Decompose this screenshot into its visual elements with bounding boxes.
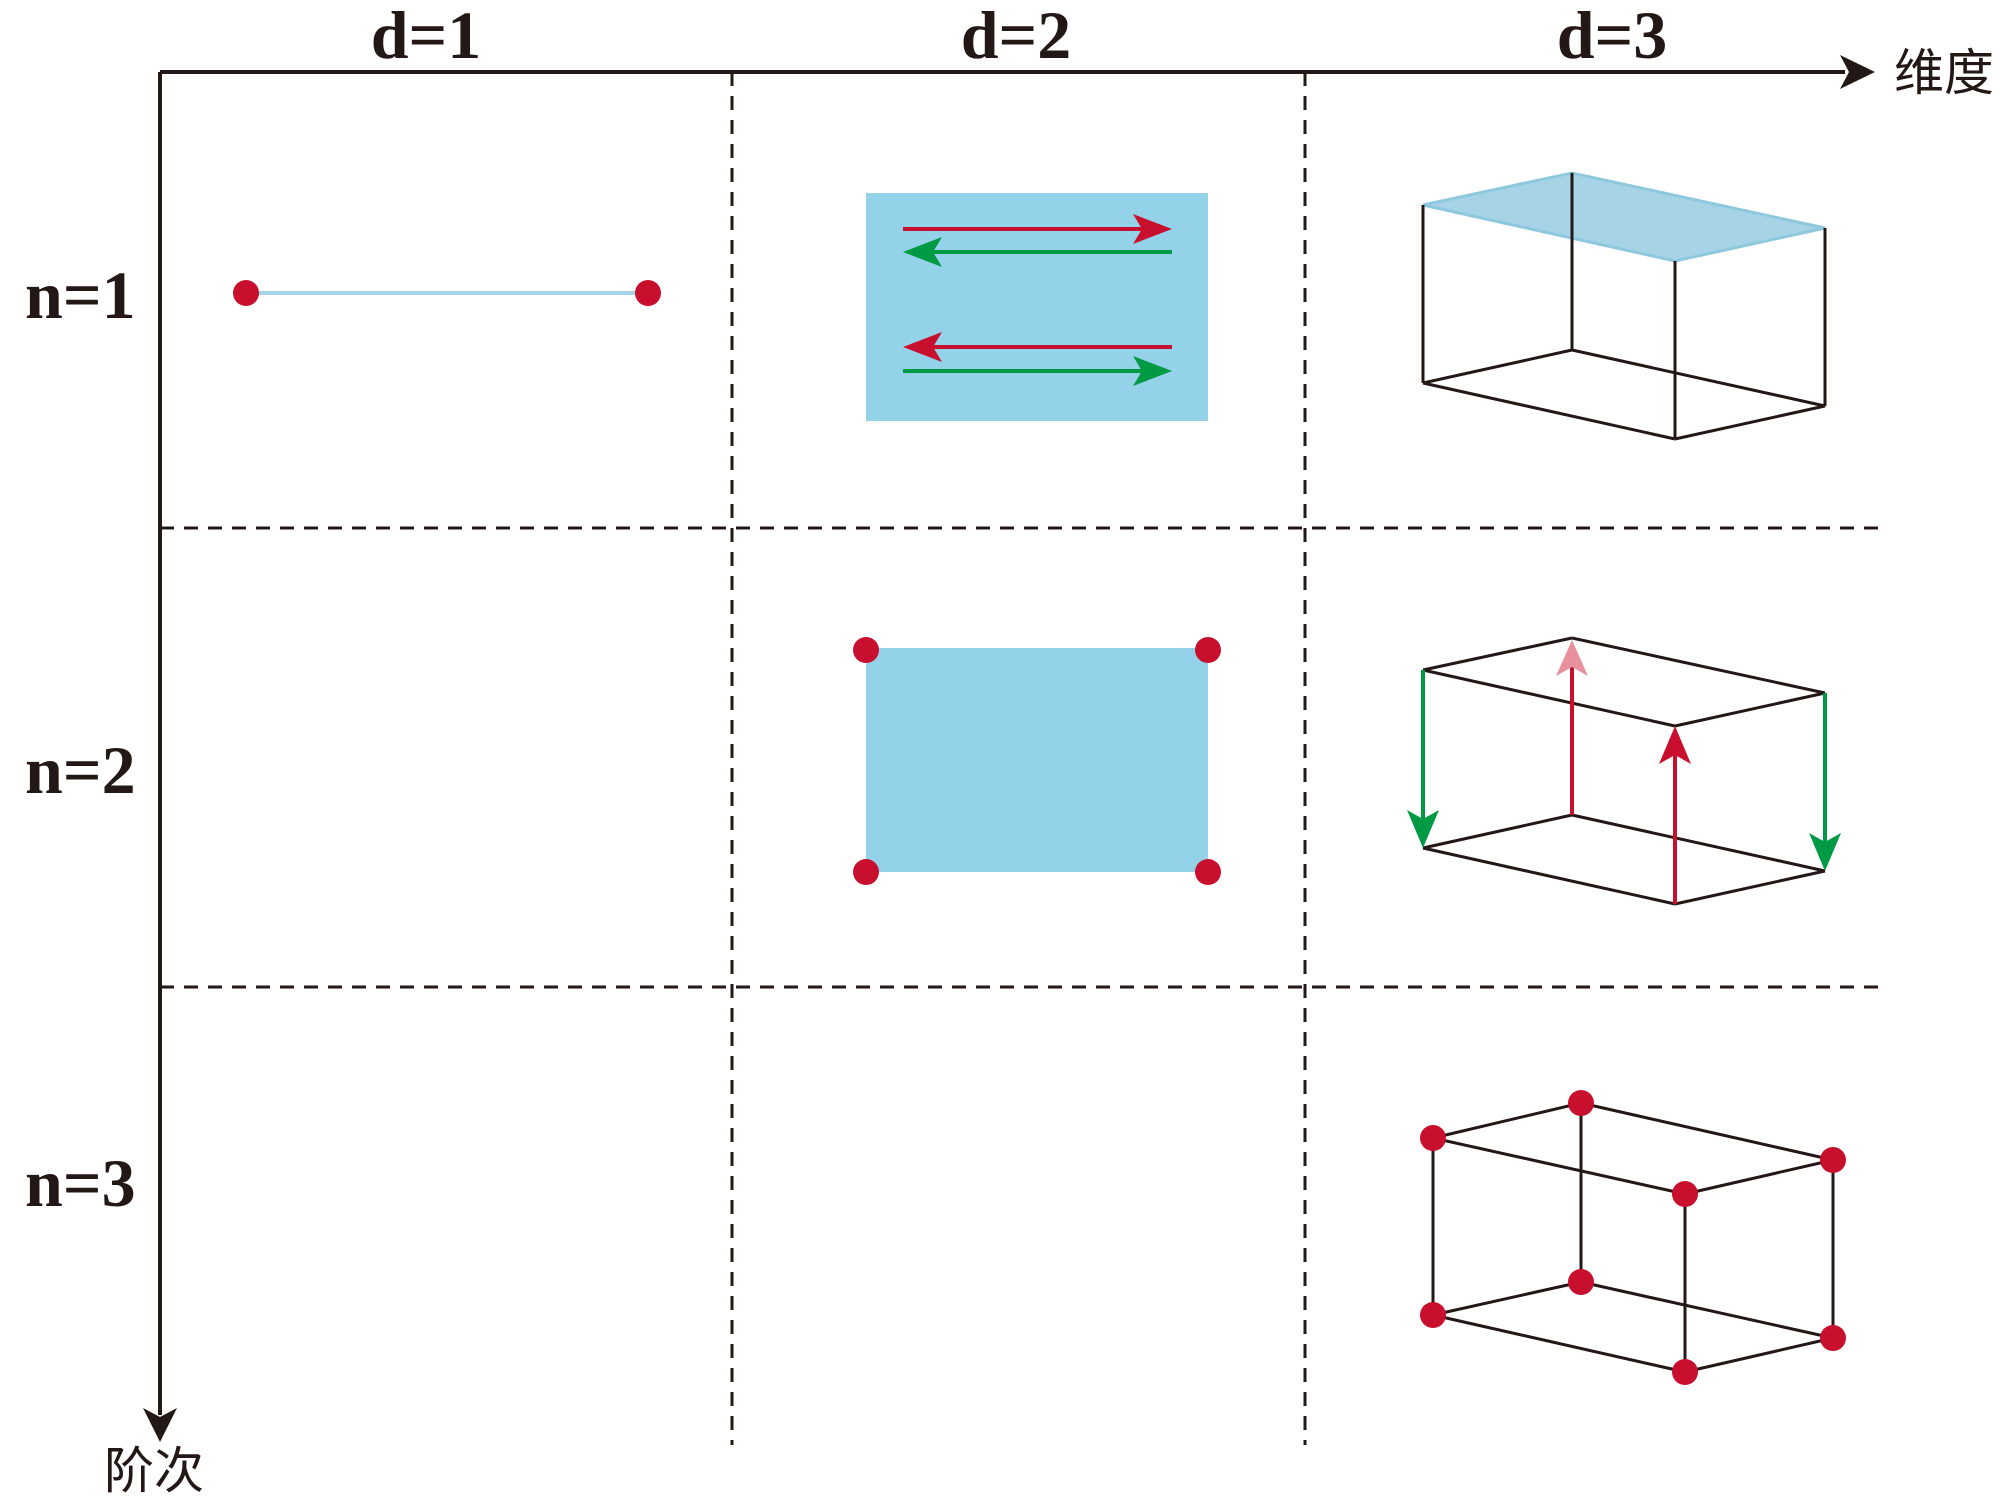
rectangle-face (866, 648, 1208, 872)
box-edge (1422, 348, 1573, 385)
grid-separators (160, 72, 1880, 1445)
y-axis-label: 阶次 (104, 1442, 204, 1497)
box-top-face (1422, 171, 1826, 263)
x-axis-arrowhead (1840, 55, 1875, 89)
corner-node-bottom-left (853, 859, 879, 885)
cell-n1-d1-line-element (233, 280, 661, 306)
box-edge (1580, 1280, 1834, 1340)
box-edge (1674, 869, 1826, 906)
box-edge (1422, 636, 1573, 672)
vertex-node (1820, 1147, 1846, 1173)
column-header-d3: d=3 (1557, 0, 1668, 73)
column-header-d2: d=2 (961, 0, 1072, 73)
column-headers: d=1 d=2 d=3 (371, 0, 1668, 73)
box-edge (1684, 1336, 1834, 1374)
cell-n1-d3-box-face (1421, 171, 1827, 441)
box-edge (1422, 846, 1676, 906)
vertex-node (1568, 1269, 1594, 1295)
x-axis-label: 维度 (1894, 44, 1994, 102)
cell-n1-d2-rectangle-edges (866, 193, 1208, 421)
box-edge (1571, 348, 1826, 408)
axes: 维度 阶次 (104, 44, 1994, 1497)
arrowhead-green-down-right (1809, 833, 1841, 871)
cell-n2-d3-box-edges (1407, 636, 1841, 906)
arrowhead-green-right-bottom (1133, 356, 1172, 386)
row-header-n3: n=3 (25, 1145, 136, 1221)
box-edge (1432, 1313, 1686, 1374)
box-edge (1422, 668, 1676, 728)
vertex-node (1420, 1302, 1446, 1328)
vertex-node (1420, 1125, 1446, 1151)
cell-n2-d2-rectangle-nodes (853, 637, 1221, 885)
box-edge (1422, 813, 1573, 850)
row-headers: n=1 n=2 n=3 (25, 257, 136, 1221)
box-edge (1432, 1136, 1686, 1196)
vertex-node (1672, 1181, 1698, 1207)
vertex-node (1820, 1325, 1846, 1351)
box-edge (1571, 813, 1826, 873)
box-edge (1684, 1158, 1834, 1196)
box-edge (1571, 636, 1826, 695)
vertex-node (1568, 1090, 1594, 1116)
arrowhead-green-down-left (1407, 810, 1439, 848)
corner-node-bottom-right (1195, 859, 1221, 885)
box-edge (1674, 691, 1826, 728)
arrowhead-red-up-front (1659, 726, 1691, 764)
row-header-n1: n=1 (25, 257, 136, 333)
y-axis-arrowhead (143, 1408, 177, 1442)
box-edge (1432, 1280, 1582, 1317)
column-header-d1: d=1 (371, 0, 482, 73)
segment-node-right (635, 280, 661, 306)
box-edge (1422, 381, 1676, 441)
vertex-node (1672, 1359, 1698, 1385)
cell-n3-d3-box-nodes (1420, 1090, 1846, 1385)
arrowhead-pink-up-back (1556, 640, 1588, 676)
corner-node-top-left (853, 637, 879, 663)
corner-node-top-right (1195, 637, 1221, 663)
box-edge (1674, 404, 1826, 441)
segment-node-left (233, 280, 259, 306)
arrowhead-green-left-top (903, 237, 942, 267)
box-edge (1432, 1101, 1582, 1140)
box-edge (1580, 1101, 1834, 1162)
arrowhead-red-right-top (1133, 214, 1172, 244)
arrowhead-red-left-bottom (903, 332, 942, 362)
row-header-n2: n=2 (25, 732, 136, 808)
